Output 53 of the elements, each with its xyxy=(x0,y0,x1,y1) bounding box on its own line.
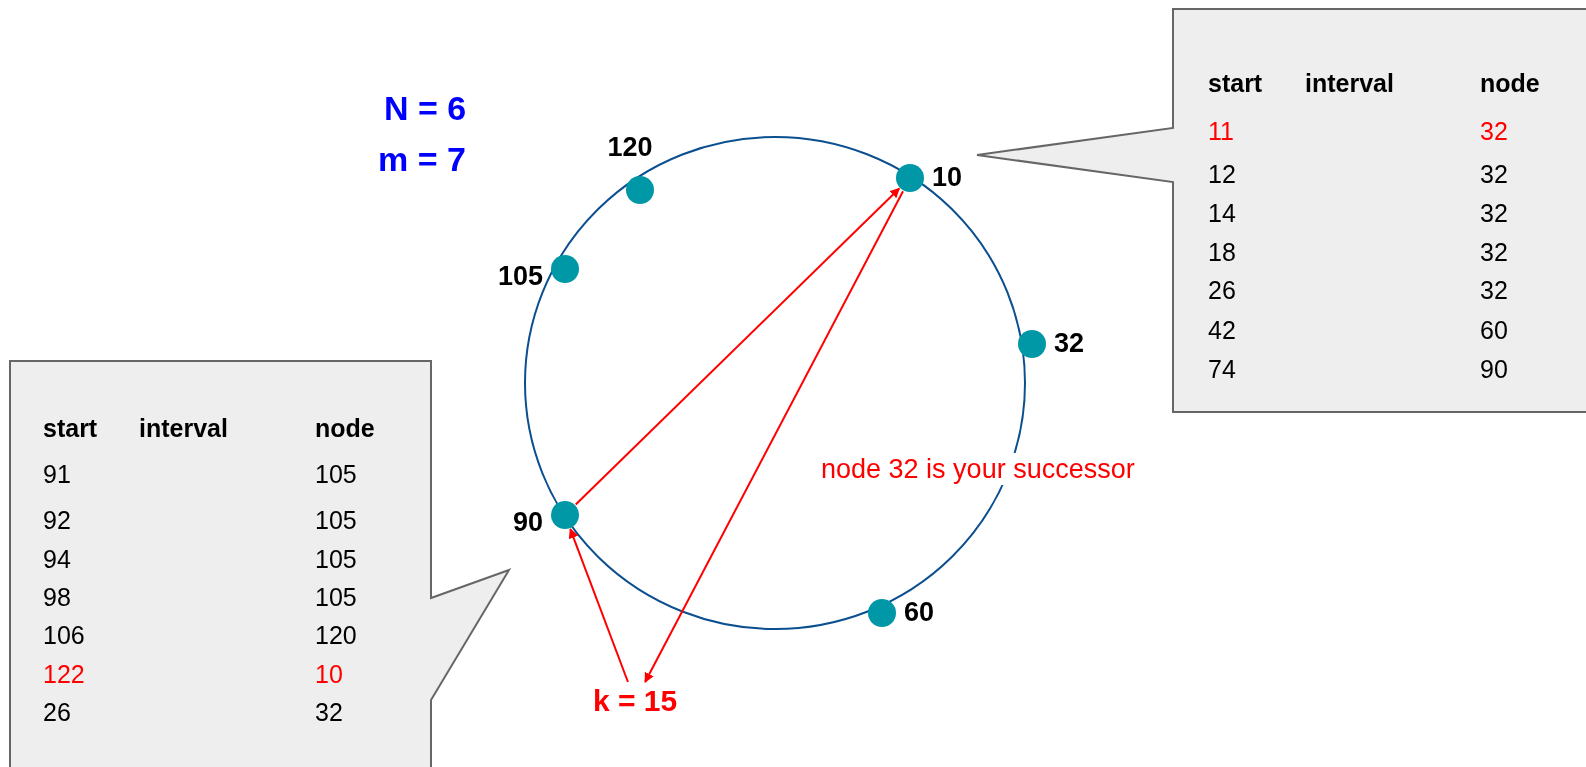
column-header: start xyxy=(1208,68,1263,98)
column-header: node xyxy=(315,413,375,443)
table-cell: 42 xyxy=(1208,315,1236,345)
column-header: interval xyxy=(139,413,228,443)
parameter-label: N = 6 xyxy=(384,88,467,128)
table-cell: 11 xyxy=(1208,116,1234,146)
table-cell: 18 xyxy=(1208,237,1236,267)
peer-dot xyxy=(551,255,579,283)
column-header: start xyxy=(43,413,98,443)
node-label: 32 xyxy=(1054,328,1085,358)
column-header: node xyxy=(1480,68,1540,98)
table-cell: 32 xyxy=(1480,159,1508,189)
table-cell: 26 xyxy=(43,697,71,727)
column-header: interval xyxy=(1305,68,1394,98)
key-label: k = 15 xyxy=(593,683,678,719)
table-cell: 105 xyxy=(315,505,357,535)
table-cell: 32 xyxy=(1480,198,1508,228)
edge-label: node 32 is your successor xyxy=(821,452,1135,485)
table-cell: 14 xyxy=(1208,198,1236,228)
table-cell: 90 xyxy=(1480,354,1508,384)
table-cell: 98 xyxy=(43,582,71,612)
arrow xyxy=(644,190,904,683)
table-cell: 120 xyxy=(315,620,357,650)
table-cell: 32 xyxy=(1480,237,1508,267)
table-cell: 32 xyxy=(1480,275,1508,305)
table-cell: 92 xyxy=(43,505,71,535)
node-label: 105 xyxy=(497,261,543,291)
table-cell: 60 xyxy=(1480,315,1508,345)
table-cell: 105 xyxy=(315,582,357,612)
node-label: 10 xyxy=(932,162,963,192)
table-cell: 105 xyxy=(315,459,357,489)
table-cell: 122 xyxy=(43,659,85,689)
peer-dot xyxy=(626,176,654,204)
table-cell: 32 xyxy=(315,697,343,727)
table-cell: 91 xyxy=(43,459,71,489)
peer-dot xyxy=(868,599,896,627)
arrow xyxy=(574,187,901,506)
peer-dot xyxy=(1018,330,1046,358)
arrow xyxy=(568,528,629,683)
table-cell: 74 xyxy=(1208,354,1236,384)
node-label: 120 xyxy=(607,132,653,162)
table-cell: 26 xyxy=(1208,275,1236,305)
peer-dot xyxy=(896,164,924,192)
table-cell: 106 xyxy=(43,620,85,650)
peer-dot xyxy=(551,501,579,529)
parameter-label: m = 7 xyxy=(378,139,466,179)
node-label: 90 xyxy=(512,507,543,537)
table-cell: 10 xyxy=(315,659,343,689)
table-cell: 105 xyxy=(315,544,357,574)
table-cell: 32 xyxy=(1480,116,1508,146)
table-cell: 12 xyxy=(1208,159,1236,189)
table-cell: 94 xyxy=(43,544,71,574)
node-label: 60 xyxy=(904,597,935,627)
